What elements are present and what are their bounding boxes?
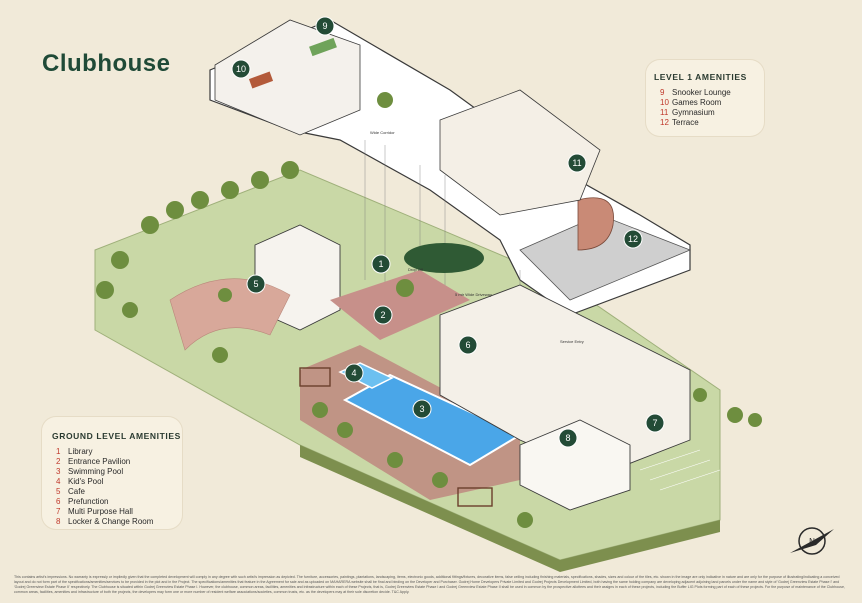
marker-7[interactable]: 7 — [645, 413, 665, 433]
svg-text:10: 10 — [236, 64, 246, 74]
marker-11[interactable]: 11 — [567, 153, 587, 173]
svg-text:8: 8 — [565, 433, 570, 443]
drop-off-island — [404, 243, 484, 273]
locker-block — [519, 419, 631, 511]
entrance-deck — [330, 270, 470, 340]
terrace-floor — [519, 214, 692, 301]
pergola-deck — [457, 487, 493, 507]
games-snooker-block — [214, 19, 361, 136]
drop-off-label: Drop Off — [408, 267, 424, 272]
marker-2[interactable]: 2 — [373, 305, 393, 325]
svg-text:7: 7 — [652, 418, 657, 428]
svg-text:12: 12 — [628, 234, 638, 244]
marker-1[interactable]: 1 — [371, 254, 391, 274]
prefunction-hall-block — [439, 284, 691, 476]
marker-3[interactable]: 3 — [412, 399, 432, 419]
disclaimer-text: This contains artist's impressions. No w… — [14, 575, 845, 594]
svg-text:6: 6 — [465, 340, 470, 350]
games-table — [248, 71, 274, 89]
compass-icon: N — [790, 527, 834, 555]
svg-text:2: 2 — [380, 310, 385, 320]
marker-12[interactable]: 12 — [623, 229, 643, 249]
level1-heading: LEVEL 1 AMENITIES — [654, 72, 747, 82]
marker-5[interactable]: 5 — [246, 274, 266, 294]
marker-8[interactable]: 8 — [558, 428, 578, 448]
gymnasium-room — [439, 89, 601, 216]
ground-heading: GROUND LEVEL AMENITIES — [52, 431, 181, 441]
ground-base-edge — [300, 445, 720, 572]
cafe-plaza — [169, 278, 291, 351]
marker-4[interactable]: 4 — [344, 363, 364, 383]
service-entry-label: Service Entry — [560, 339, 584, 344]
terrace-stair — [577, 197, 614, 251]
snooker-table — [309, 37, 337, 57]
marker-10[interactable]: 10 — [231, 59, 251, 79]
driveway-label: 5 mtr Wide Driveway — [455, 292, 492, 297]
page-title: Clubhouse — [42, 50, 171, 77]
svg-text:9: 9 — [322, 21, 327, 31]
parking-stripes — [639, 449, 721, 491]
svg-text:5: 5 — [253, 279, 258, 289]
svg-text:1: 1 — [378, 259, 383, 269]
marker-6[interactable]: 6 — [458, 335, 478, 355]
corridor-label: Wide Corridor — [370, 130, 395, 135]
pergola-pool — [299, 367, 331, 387]
svg-text:4: 4 — [351, 368, 356, 378]
svg-text:N: N — [809, 537, 815, 546]
marker-9[interactable]: 9 — [315, 16, 335, 36]
svg-text:11: 11 — [572, 158, 581, 168]
svg-text:3: 3 — [419, 404, 424, 414]
trees — [96, 92, 762, 528]
